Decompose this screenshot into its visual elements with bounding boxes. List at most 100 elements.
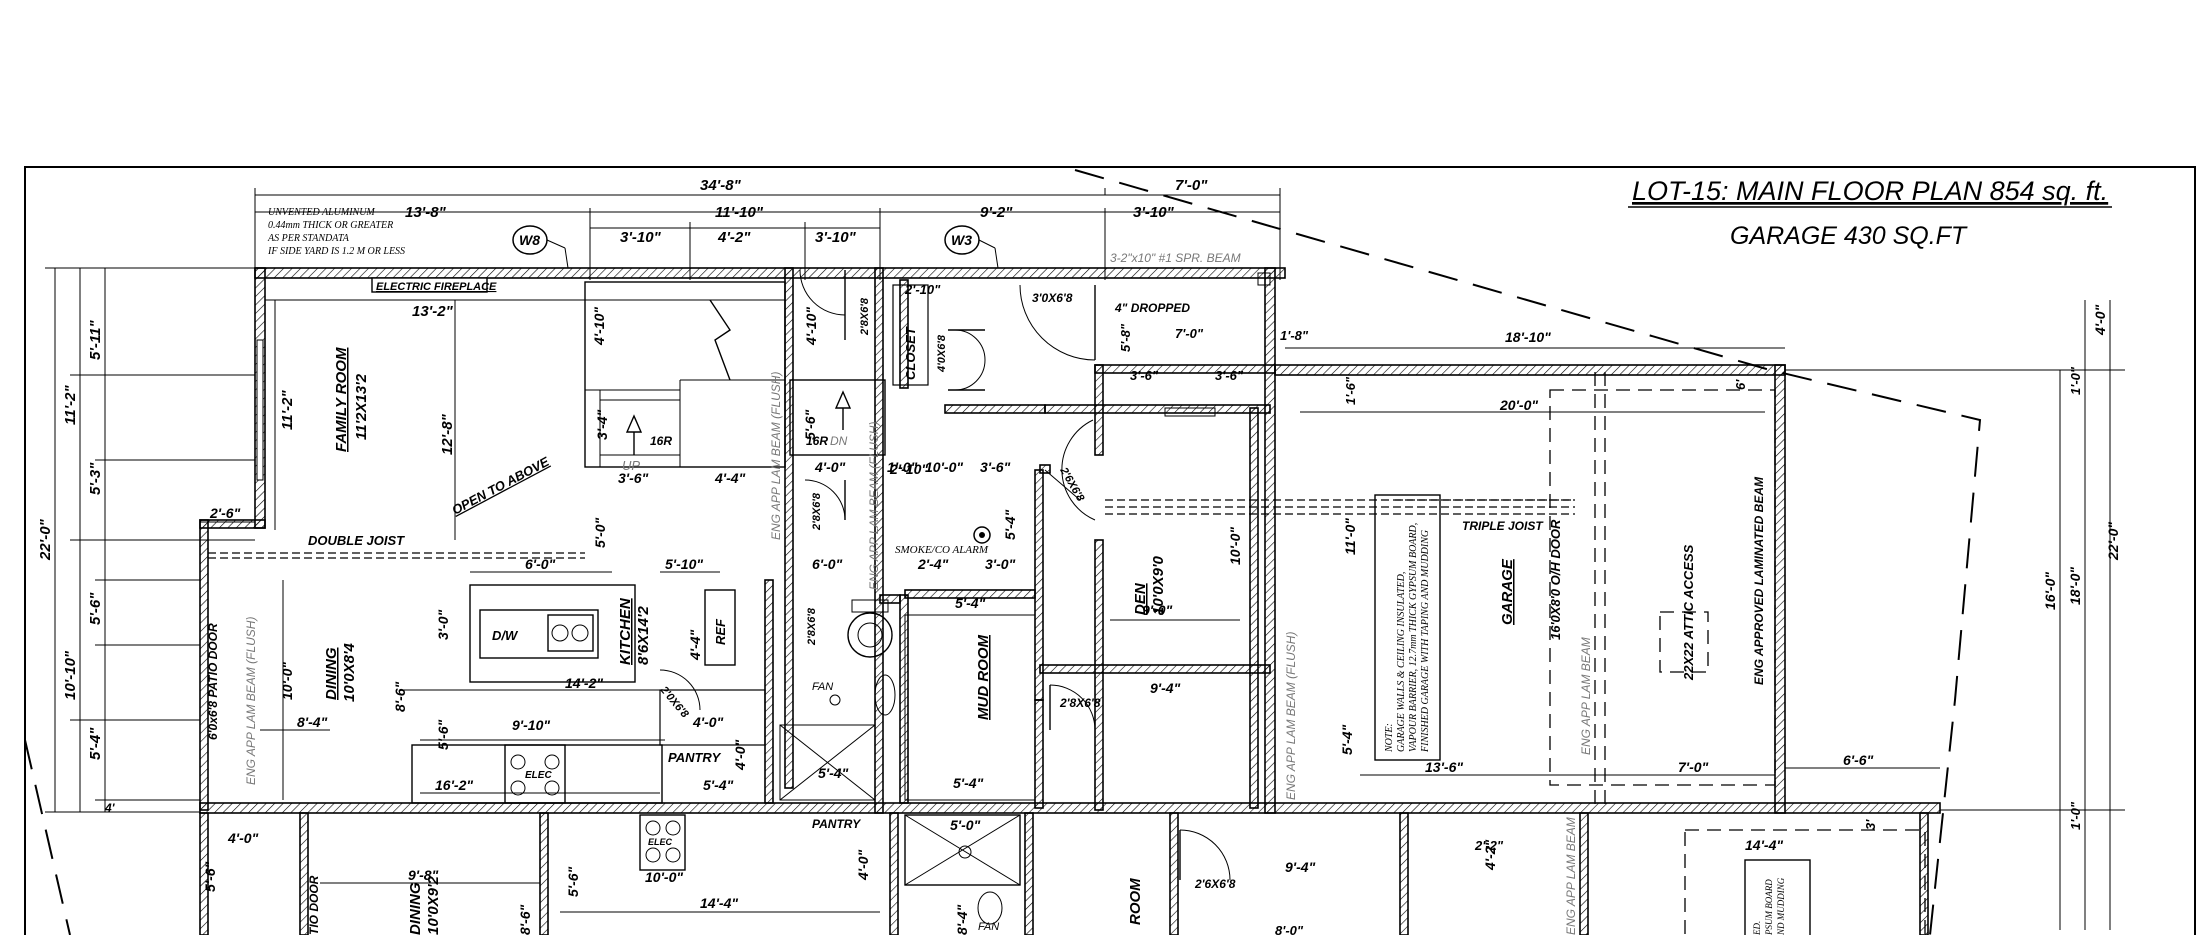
room-label-dining: DINING: [323, 647, 340, 700]
beam-label-flush: ENG APP LAM BEAM (FLUSH): [1284, 632, 1298, 800]
door-size-pantry: 2'0X6'8: [657, 683, 691, 721]
garage-note-lower: ND MUDDING: [1776, 877, 1786, 935]
dim-left-e: 10'-10": [62, 650, 79, 700]
dim-bottom-j: 8'-4": [954, 904, 970, 935]
dim-center-c: 3'-6": [980, 459, 1011, 475]
dim-stair-area-d: 3'-6": [618, 470, 649, 486]
dim-bottom-h: 4'-0": [855, 849, 871, 881]
dim-right-stack-c: 22'-0": [2105, 522, 2121, 561]
room-label-family: FAMILY ROOM: [333, 347, 350, 452]
triple-joist-label: TRIPLE JOIST: [1462, 519, 1544, 533]
room-size-dining-lower: 10'0X9'2: [425, 875, 442, 935]
dim-kitchen-d: 3'-0": [435, 609, 451, 640]
garage-note-line: FINISHED GARAGE WITH TAPING AND MUDDING: [1420, 530, 1431, 753]
plan-title: LOT-15: MAIN FLOOR PLAN 854 sq. ft.: [1632, 176, 2108, 206]
garage-note-lower: ED.: [1752, 921, 1762, 935]
room-label-dining-lower: DINING: [407, 882, 424, 935]
open-to-above-label: OPEN TO ABOVE: [449, 454, 551, 518]
dim-center-i: 5'-4": [818, 765, 849, 781]
dim-bottom-l: 4'-2": [1482, 839, 1498, 871]
dim-mud-c: 7'-0": [1175, 326, 1204, 341]
beam-label-flush: ENG APP LAM BEAM (FLUSH): [769, 372, 783, 540]
dim-left-f: 5'-4": [87, 727, 104, 760]
door-size-den: 2'8X6'8: [1059, 696, 1101, 710]
dim-center-g: 5'-4": [955, 595, 986, 611]
dim-stair-area-a: 4'-10": [591, 307, 607, 346]
dim-top-d: 7'-0": [1175, 177, 1208, 194]
window-note-line: IF SIDE YARD IS 1.2 M OR LESS: [267, 246, 405, 257]
left-dimension-lines: [45, 267, 255, 813]
dim-garage-f: 7'-0": [1678, 759, 1709, 775]
stair-riser-count: 16R: [650, 434, 672, 448]
dim-family-height-2: 12'-8": [439, 413, 456, 455]
fan-label-lower: FAN: [978, 921, 999, 933]
dim-stair-area-f: 4'-0": [814, 459, 846, 475]
patio-door-label: 6'0x6'8 PATIO DOOR: [206, 623, 220, 740]
dim-center-h: 5'-4": [1002, 509, 1018, 540]
fireplace-label: ELECTRIC FIREPLACE: [376, 281, 497, 293]
dim-den-c: 9'-4": [1150, 680, 1181, 696]
dim-left-c: 5'-3": [87, 462, 104, 495]
dim-top-total: 34'-8": [700, 177, 742, 194]
dim-garage-i: 6': [1733, 379, 1748, 390]
kitchen-counter: [411, 744, 663, 804]
dim-stair-c: 3'-10": [815, 229, 857, 246]
dim-stair-area-h: 2'-10": [889, 461, 928, 477]
garage-note-line: NOTE:: [1384, 723, 1395, 753]
stove-label-lower: ELEC: [648, 837, 673, 847]
dim-bottom-b: 5'-6": [202, 861, 218, 892]
garage-note-line: VAPOUR BARRIER, 12.7mm THICK GYPSUM BOAR…: [1408, 523, 1419, 752]
smoke-alarm-icon: [973, 526, 991, 544]
dim-mud-e: 3'-6": [1215, 368, 1244, 383]
dim-family-height: 11'-2": [279, 390, 296, 430]
garage-note-lower: PSUM BOARD: [1764, 879, 1774, 935]
dim-kitchen-h: 5'-6": [435, 719, 451, 750]
dim-garage-g: 6'-6": [1843, 752, 1874, 768]
dim-left-b: 11'-2": [62, 385, 79, 425]
spr-beam-label: 3-2"x10" #1 SPR. BEAM: [1110, 251, 1241, 265]
window-note-line: 0.44mm THICK OR GREATER: [268, 220, 393, 231]
door-size-stair-closet: 2'8X6'8: [859, 297, 871, 336]
dim-kitchen-j: 4'-4": [687, 629, 703, 661]
garage-door-label: 16'0X8'0 O/H DOOR: [1548, 519, 1563, 640]
electric-fireplace: [371, 277, 488, 293]
dim-center-e: 2'-4": [917, 556, 949, 572]
beam-label-flush: ENG APP LAM BEAM (FLUSH): [244, 617, 258, 785]
garage-beams: [1549, 372, 1776, 805]
dim-kitchen-m: 4'-0": [732, 739, 748, 771]
dim-garage-c: 11'-0": [1342, 518, 1358, 555]
stairs: [584, 281, 886, 468]
window-tag-w8-label: W8: [519, 232, 540, 248]
smoke-alarm-label: SMOKE/CO ALARM: [895, 544, 989, 556]
dim-bottom-e: 8'-6": [517, 904, 533, 935]
garage-note-box: [1374, 494, 1441, 761]
door-size-closet: 4'0X6'8: [936, 334, 948, 373]
interior-walls: [764, 267, 1271, 814]
dim-right-stack-b: 1'-0": [2068, 366, 2083, 395]
dim-dining-b: 8'-4": [297, 714, 328, 730]
stair-up-label: UP: [622, 458, 640, 473]
door-size-lower: 2'6X6'8: [1194, 877, 1236, 891]
beam-label-lower: ENG APP LAM BEAM: [1564, 817, 1578, 935]
dim-garage-a: 18'-10": [1505, 329, 1551, 345]
fridge-label: REF: [713, 618, 728, 645]
dim-right-stack-d: 16'-0": [2042, 572, 2058, 610]
lower-plan-walls: [199, 812, 1929, 935]
dim-left-d: 5'-6": [87, 592, 104, 625]
laminated-beam-label: ENG APPROVED LAMINATED BEAM: [1752, 476, 1766, 685]
right-dimension-lines: [1785, 300, 2125, 930]
dim-stair-area-c: 3'-4": [594, 409, 610, 440]
front-door-swing: [1019, 284, 1096, 361]
dim-stair-area-g: 5'-6": [802, 409, 818, 440]
window-note-line: UNVENTED ALUMINUM: [268, 207, 375, 218]
dim-bottom-m: 14'-4": [1745, 837, 1783, 853]
fridge: [704, 589, 736, 666]
dim-right-stack-e: 18'-0": [2067, 567, 2083, 605]
dishwasher-label: D/W: [492, 628, 519, 643]
dim-family-width: 13'-2": [412, 303, 454, 320]
pantry: [659, 689, 766, 746]
dim-dining-a: 10'-0": [279, 662, 295, 700]
stair-down-label: DN: [830, 434, 848, 448]
mud-room-bench: [904, 614, 1036, 801]
